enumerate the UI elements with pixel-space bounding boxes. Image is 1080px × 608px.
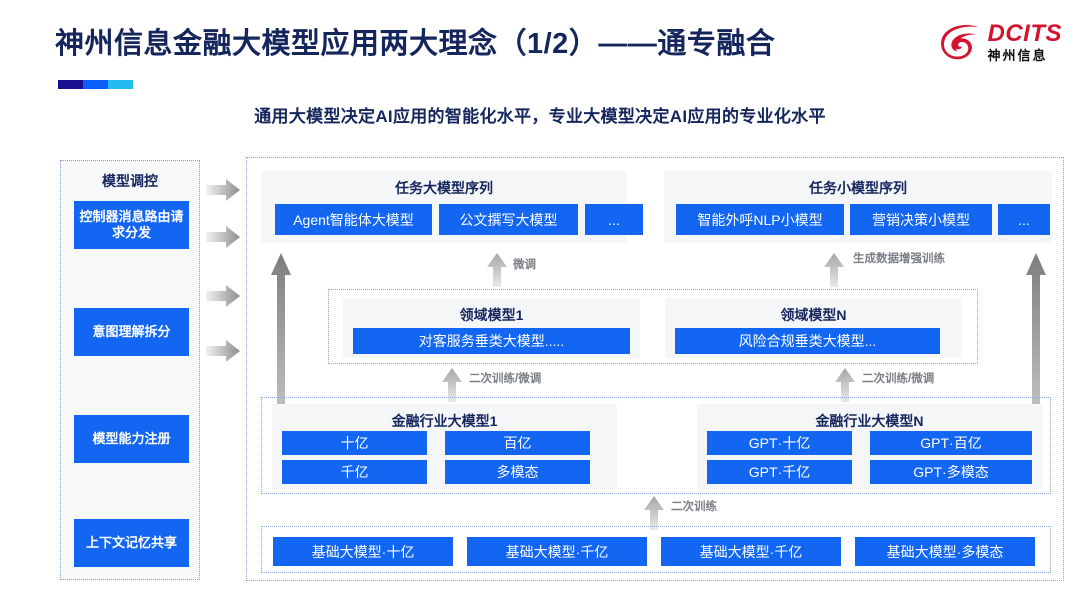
accent-segment-2 bbox=[83, 80, 108, 89]
domain-model-1-panel: 领域模型1 对客服务垂类大模型..... bbox=[343, 298, 640, 358]
chip-task-small-more[interactable]: ... bbox=[998, 204, 1050, 235]
industry-model-n-panel: 金融行业大模型N GPT·十亿 GPT·百亿 GPT·千亿 GPT·多模态 bbox=[697, 404, 1042, 489]
arrow-label-finetune-left: 微调 bbox=[513, 259, 536, 271]
chip-ind1-shiyi[interactable]: 十亿 bbox=[282, 431, 427, 455]
chip-ind1-multimodal[interactable]: 多模态 bbox=[445, 460, 590, 484]
chip-customer-service-vertical-model[interactable]: 对客服务垂类大模型..... bbox=[353, 328, 630, 354]
arrow-label-retrain-finetune-right: 二次训练/微调 bbox=[862, 373, 935, 385]
architecture-diagram: 任务大模型序列 Agent智能体大模型 公文撰写大模型 ... 任务小模型序列 … bbox=[246, 157, 1064, 581]
chip-risk-compliance-vertical-model[interactable]: 风险合规垂类大模型... bbox=[675, 328, 940, 354]
sidebar-title: 模型调控 bbox=[102, 173, 158, 189]
chip-agent-model[interactable]: Agent智能体大模型 bbox=[275, 204, 432, 235]
domain-model-1-title: 领域模型1 bbox=[459, 307, 524, 323]
chip-indn-gpt-baiyi[interactable]: GPT·百亿 bbox=[870, 431, 1032, 455]
up-arrow-icon-far-left bbox=[271, 253, 291, 468]
chip-outbound-nlp-model[interactable]: 智能外呼NLP小模型 bbox=[676, 204, 844, 235]
domain-model-n-panel: 领域模型N 风险合规垂类大模型... bbox=[665, 298, 962, 358]
arrow-label-gen-data-aug: 生成数据增强训练 bbox=[853, 253, 945, 265]
chip-ind1-baiyi[interactable]: 百亿 bbox=[445, 431, 590, 455]
chip-indn-gpt-multimodal[interactable]: GPT·多模态 bbox=[870, 460, 1032, 484]
up-arrow-icon-far-right bbox=[1026, 253, 1046, 468]
sidebar-item-context-memory[interactable]: 上下文记忆共享 bbox=[74, 519, 189, 567]
industry-model-1-title: 金融行业大模型1 bbox=[391, 413, 498, 429]
company-logo: DCITS 神州信息 bbox=[939, 22, 1063, 62]
industry-model-n-title: 金融行业大模型N bbox=[815, 413, 924, 429]
chip-ind1-qianyi[interactable]: 千亿 bbox=[282, 460, 427, 484]
industry-model-1-panel: 金融行业大模型1 十亿 百亿 千亿 多模态 bbox=[272, 404, 617, 489]
logo-en-text: DCITS bbox=[987, 20, 1062, 47]
chip-base-multimodal[interactable]: 基础大模型·多模态 bbox=[855, 537, 1035, 566]
page-title: 神州信息金融大模型应用两大理念（1/2）——通专融合 bbox=[55, 28, 776, 60]
arrow-label-retrain: 二次训练 bbox=[671, 501, 717, 513]
accent-segment-1 bbox=[58, 80, 83, 89]
sidebar-item-capability-register[interactable]: 模型能力注册 bbox=[74, 415, 189, 463]
chip-marketing-decision-model[interactable]: 营销决策小模型 bbox=[850, 204, 992, 235]
chip-base-shiyi[interactable]: 基础大模型·十亿 bbox=[273, 537, 453, 566]
task-large-model-title: 任务大模型序列 bbox=[395, 180, 493, 196]
task-small-model-panel: 任务小模型序列 智能外呼NLP小模型 营销决策小模型 ... bbox=[664, 171, 1052, 243]
logo-cn-text: 神州信息 bbox=[987, 48, 1048, 63]
up-arrow-icon-retrain bbox=[644, 496, 664, 530]
domain-model-n-title: 领域模型N bbox=[780, 307, 847, 323]
industry-model-group: 金融行业大模型1 十亿 百亿 千亿 多模态 金融行业大模型N GPT·十亿 GP… bbox=[261, 397, 1051, 494]
chip-task-large-more[interactable]: ... bbox=[585, 204, 643, 235]
right-arrow-icon-2 bbox=[206, 226, 240, 248]
right-arrow-icon-1 bbox=[206, 179, 240, 201]
chip-base-qianyi-2[interactable]: 基础大模型·千亿 bbox=[661, 537, 841, 566]
up-arrow-icon-retrain-finetune-left bbox=[442, 368, 462, 402]
page-subtitle: 通用大模型决定AI应用的智能化水平，专业大模型决定AI应用的专业化水平 bbox=[254, 107, 826, 126]
domain-model-group: 领域模型1 对客服务垂类大模型..... 领域模型N 风险合规垂类大模型... bbox=[328, 289, 978, 364]
right-arrow-icon-4 bbox=[206, 340, 240, 362]
dcits-swirl-icon bbox=[940, 25, 979, 60]
up-arrow-icon-retrain-finetune-right bbox=[835, 368, 855, 402]
chip-base-qianyi-1[interactable]: 基础大模型·千亿 bbox=[467, 537, 647, 566]
accent-bar bbox=[58, 80, 133, 89]
chip-indn-gpt-shiyi[interactable]: GPT·十亿 bbox=[707, 431, 852, 455]
base-model-group: 基础大模型·十亿 基础大模型·千亿 基础大模型·千亿 基础大模型·多模态 bbox=[261, 526, 1051, 573]
up-arrow-icon-gen-data-aug bbox=[824, 253, 844, 287]
task-large-model-panel: 任务大模型序列 Agent智能体大模型 公文撰写大模型 ... bbox=[261, 171, 643, 243]
right-arrow-icon-3 bbox=[206, 285, 240, 307]
accent-segment-3 bbox=[108, 80, 133, 89]
sidebar-panel: 模型调控 控制器消息路由请求分发 意图理解拆分 模型能力注册 上下文记忆共享 bbox=[60, 160, 200, 580]
task-small-model-title: 任务小模型序列 bbox=[809, 180, 907, 196]
chip-indn-gpt-qianyi[interactable]: GPT·千亿 bbox=[707, 460, 852, 484]
up-arrow-icon-finetune-left bbox=[487, 253, 507, 287]
sidebar-item-controller-routing[interactable]: 控制器消息路由请求分发 bbox=[74, 201, 189, 249]
chip-doc-writing-model[interactable]: 公文撰写大模型 bbox=[439, 204, 578, 235]
arrow-label-retrain-finetune-left: 二次训练/微调 bbox=[469, 373, 542, 385]
sidebar-item-intent-parsing[interactable]: 意图理解拆分 bbox=[74, 308, 189, 356]
